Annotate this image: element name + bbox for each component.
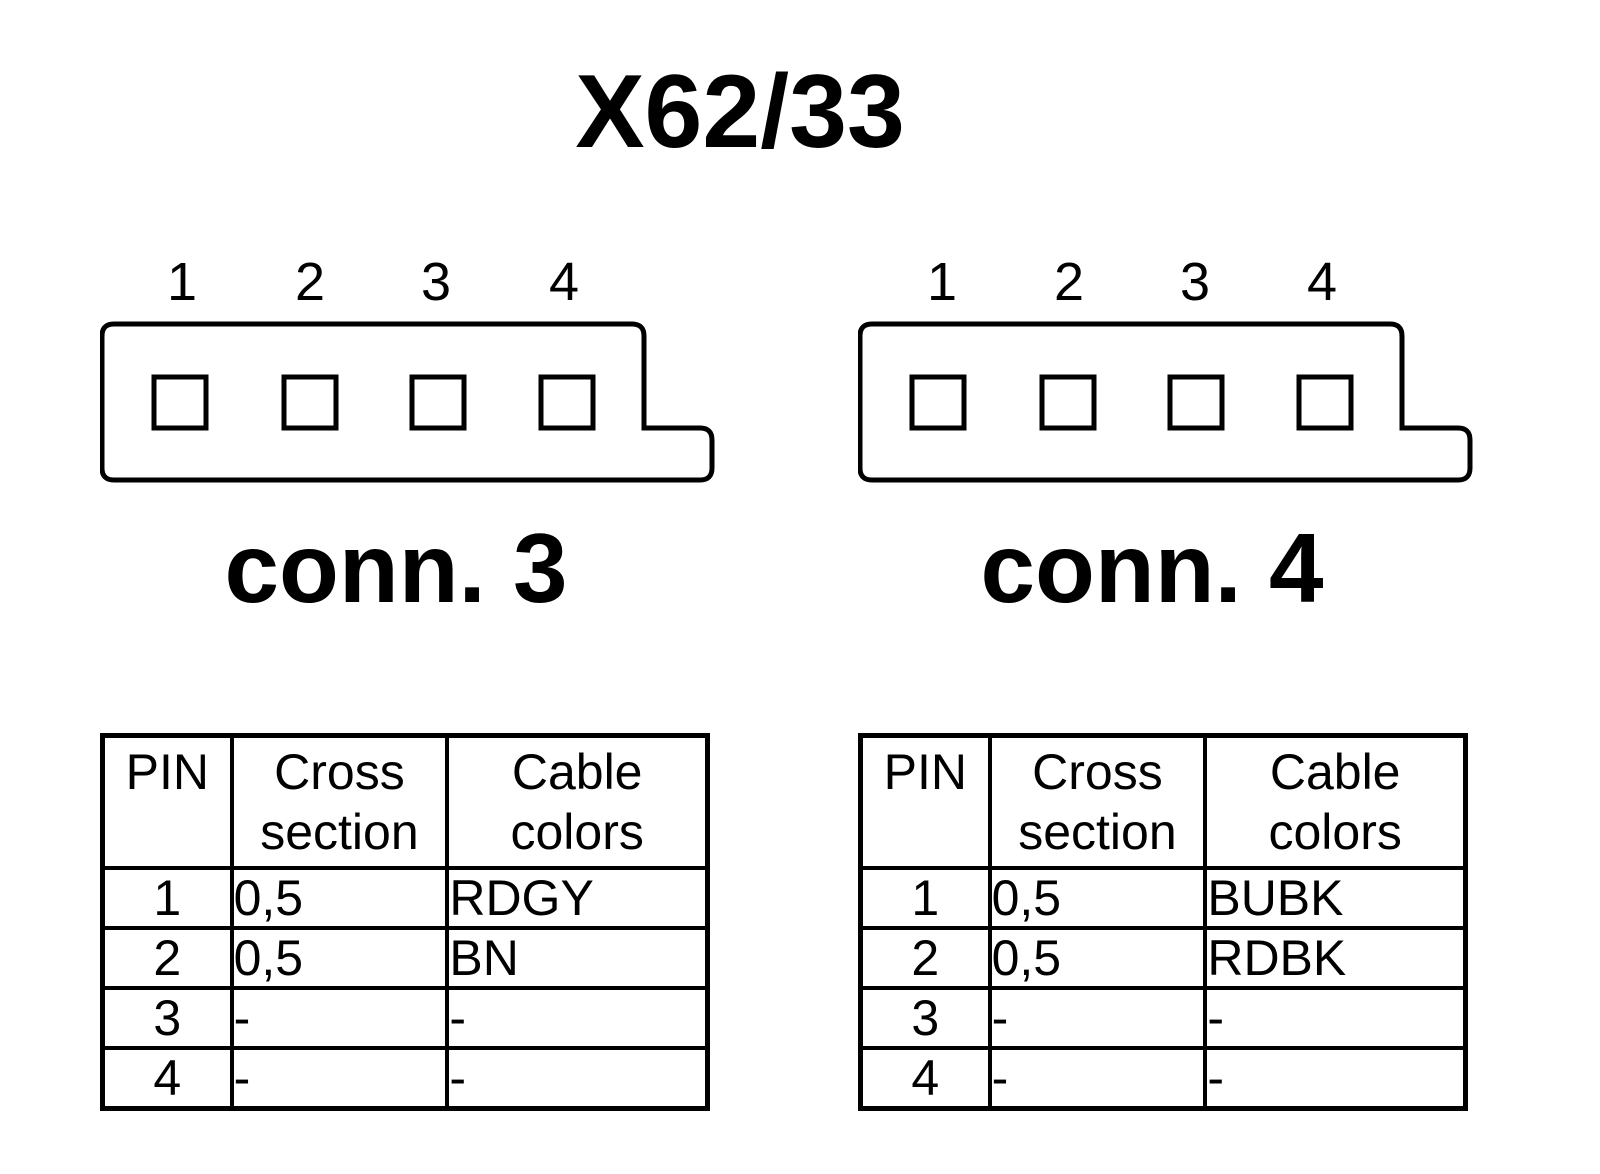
cell-pin: 3 xyxy=(100,986,234,1050)
connector-4-drawing: 1 2 3 4 xyxy=(858,250,1478,490)
connector-3-drawing: 1 2 3 4 xyxy=(100,250,720,490)
cell-pin: 1 xyxy=(100,866,234,930)
cell-cable-color: - xyxy=(1203,986,1468,1050)
table-row: 1 0,5 RDGY xyxy=(100,866,710,930)
connector-housing xyxy=(858,321,1473,483)
pin-socket-3 xyxy=(409,374,467,431)
cell-cable-color: BUBK xyxy=(1203,866,1468,930)
cell-pin: 4 xyxy=(858,1046,992,1111)
pin-number-3: 3 xyxy=(420,252,452,312)
cell-cable-color: - xyxy=(445,986,710,1050)
pin-number-1: 1 xyxy=(166,252,198,312)
table-row: 3 - - xyxy=(100,986,710,1050)
connector-4-label: conn. 4 xyxy=(980,513,1324,623)
diagram-title: X62/33 xyxy=(575,54,905,170)
pin-socket-2 xyxy=(281,374,339,431)
pin-socket-4 xyxy=(1296,374,1354,431)
cell-cable-color: RDGY xyxy=(445,866,710,930)
pin-number-2: 2 xyxy=(294,252,326,312)
cell-cable-color: RDBK xyxy=(1203,926,1468,990)
table-row: 1 0,5 BUBK xyxy=(858,866,1468,930)
cell-pin: 3 xyxy=(858,986,992,1050)
cell-cross-section: - xyxy=(987,1046,1208,1111)
cell-cross-section: 0,5 xyxy=(229,866,450,930)
cell-cable-color: BN xyxy=(445,926,710,990)
cell-pin: 2 xyxy=(858,926,992,990)
table-row: 3 - - xyxy=(858,986,1468,1050)
connector-housing xyxy=(100,321,715,483)
pin-socket-1 xyxy=(909,374,967,431)
pin-number-3: 3 xyxy=(1179,252,1211,312)
cell-cross-section: 0,5 xyxy=(987,926,1208,990)
cell-cross-section: - xyxy=(229,1046,450,1111)
cell-cable-color: - xyxy=(445,1046,710,1111)
header-pin: PIN xyxy=(100,733,234,870)
cell-cross-section: 0,5 xyxy=(987,866,1208,930)
table-row: 2 0,5 BN xyxy=(100,926,710,990)
pin-socket-3 xyxy=(1167,374,1225,431)
pin-number-4: 4 xyxy=(548,252,580,312)
pin-number-2: 2 xyxy=(1053,252,1085,312)
cell-cross-section: 0,5 xyxy=(229,926,450,990)
connector-3-label: conn. 3 xyxy=(224,513,568,623)
pin-number-1: 1 xyxy=(926,252,958,312)
pin-number-4: 4 xyxy=(1306,252,1338,312)
table-row: 4 - - xyxy=(100,1046,710,1111)
pin-socket-1 xyxy=(151,374,209,431)
table-row: 4 - - xyxy=(858,1046,1468,1111)
cell-pin: 1 xyxy=(858,866,992,930)
cell-cross-section: - xyxy=(987,986,1208,1050)
table-row: 2 0,5 RDBK xyxy=(858,926,1468,990)
cell-pin: 2 xyxy=(100,926,234,990)
cell-pin: 4 xyxy=(100,1046,234,1111)
cell-cable-color: - xyxy=(1203,1046,1468,1111)
cell-cross-section: - xyxy=(229,986,450,1050)
pin-socket-2 xyxy=(1039,374,1097,431)
pin-socket-4 xyxy=(538,374,596,431)
header-pin: PIN xyxy=(858,733,992,870)
